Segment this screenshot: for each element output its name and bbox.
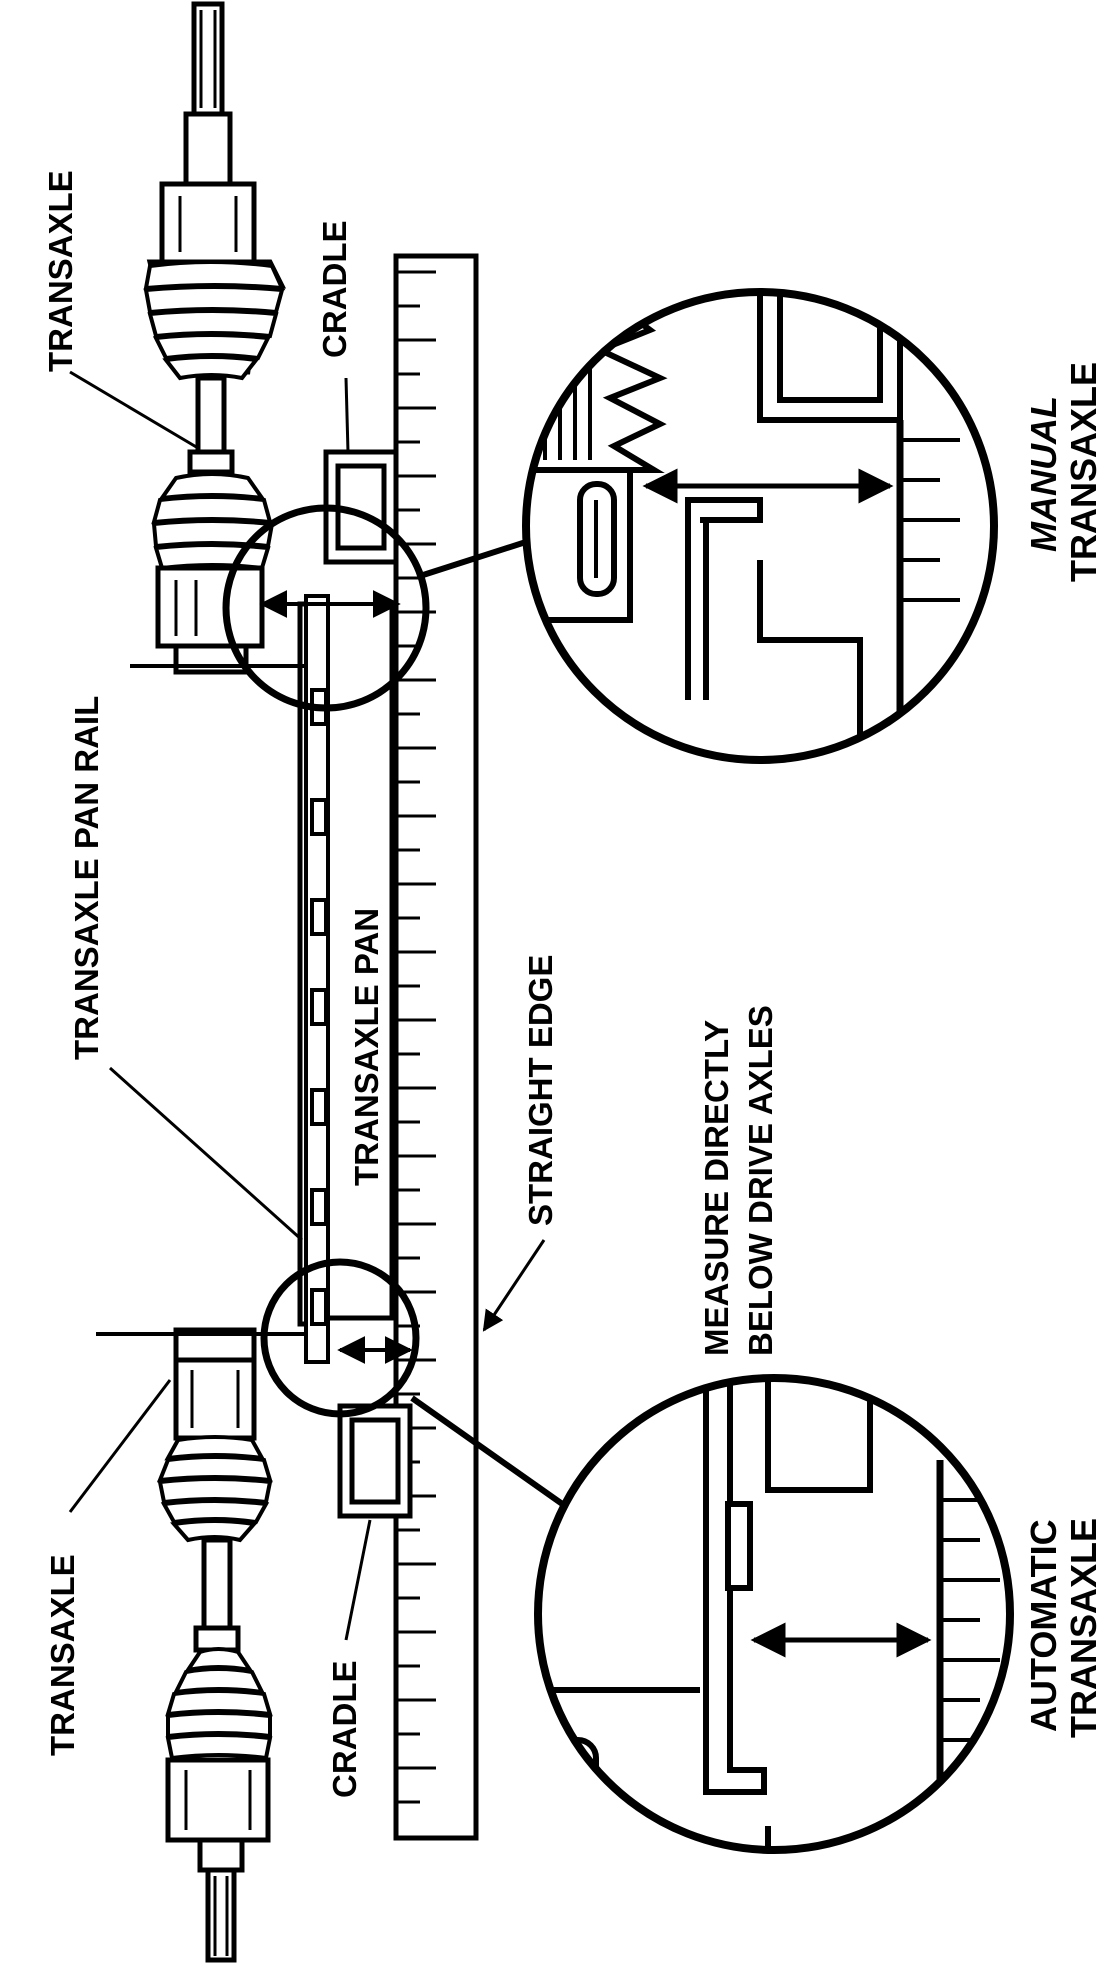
label-measure-line1: MEASURE DIRECTLY	[698, 1020, 735, 1356]
cradle-top	[323, 449, 399, 565]
leader-lines	[68, 370, 546, 1641]
manual-detail-circle	[522, 288, 998, 764]
transaxle-pan-rail	[304, 594, 330, 1364]
label-transaxle-bottom: TRANSAXLE	[44, 1554, 81, 1756]
label-transaxle-top: TRANSAXLE	[42, 170, 79, 372]
drive-axle	[143, 1, 287, 1963]
automatic-focus-circle	[260, 1258, 420, 1418]
manual-focus-circle	[222, 504, 430, 712]
label-cradle-top: CRADLE	[316, 221, 353, 359]
label-automatic-line1: AUTOMATIC	[1023, 1519, 1064, 1732]
label-manual-line2: TRANSAXLE	[1063, 362, 1104, 582]
label-transaxle-pan: TRANSAXLE PAN	[348, 908, 385, 1186]
automatic-detail-circle	[534, 1374, 1014, 1854]
label-measure-line2: BELOW DRIVE AXLES	[742, 1005, 779, 1356]
label-transaxle-pan-rail: TRANSAXLE PAN RAIL	[68, 696, 105, 1060]
label-straight-edge: STRAIGHT EDGE	[522, 955, 559, 1226]
straight-edge-ruler	[393, 253, 479, 1841]
cradle-bottom	[337, 1403, 413, 1519]
label-manual-line1: MANUAL	[1023, 396, 1064, 552]
label-cradle-bottom: CRADLE	[326, 1661, 363, 1799]
label-automatic-line2: TRANSAXLE	[1063, 1518, 1104, 1738]
